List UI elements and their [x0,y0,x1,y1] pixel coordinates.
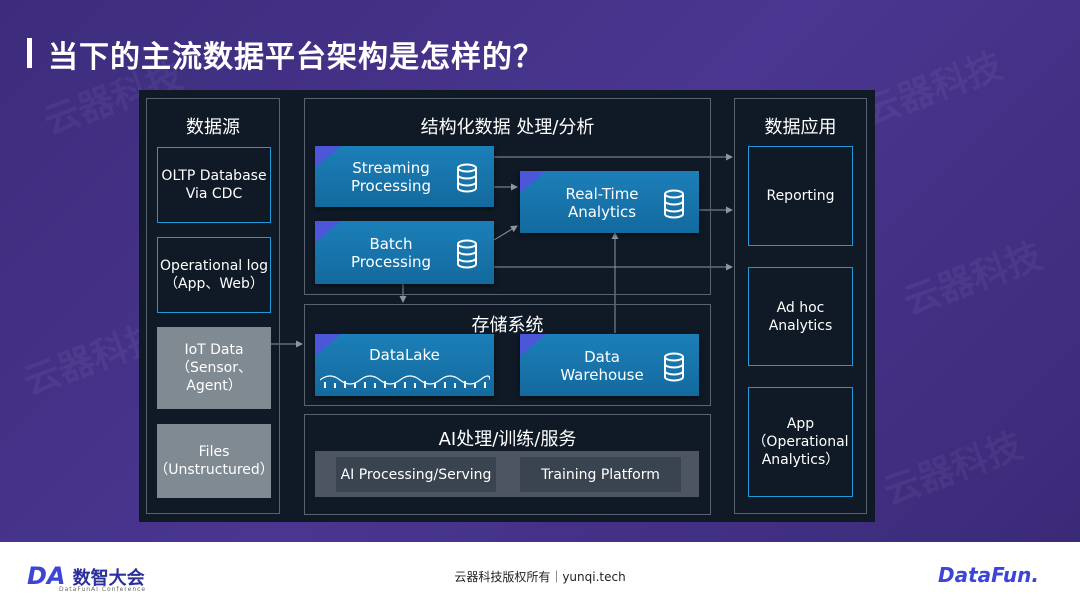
ai-processing-serving: AI Processing/Serving [336,457,496,492]
box-corner [520,334,546,356]
panel-data-applications: 数据应用 [734,98,867,514]
source-iot: IoT Data （Sensor、 Agent） [157,327,271,409]
architecture-diagram: 数据源 OLTP Database Via CDC Operational lo… [139,90,875,522]
box-realtime-analytics: Real-Time Analytics [520,171,699,233]
box-corner [315,221,341,243]
app-operational-analytics: App （Operational Analytics） [748,387,853,497]
box-data-warehouse: Data Warehouse [520,334,699,396]
app-reporting: Reporting [748,146,853,246]
database-icon [457,239,477,269]
database-icon [664,352,684,382]
datafun-logo: DataFun. [938,563,1039,587]
panel-ai: AI处理/训练/服务 [304,414,711,515]
panel-structured-processing: 结构化数据 处理/分析 [304,98,711,295]
database-icon [457,163,477,193]
panel-title-apps: 数据应用 [764,117,837,138]
connector-arrows [271,153,733,348]
logo-subtext: DataFunAI Conference [59,586,147,593]
conference-logo: DA 数智大会 DataFunAI Conference [27,562,146,593]
box-datalake: DataLake [315,334,494,396]
watermark: 云器科技 [878,425,1028,514]
title-accent-bar [27,38,32,68]
training-platform: Training Platform [520,457,681,492]
box-streaming-processing: Streaming Processing [315,146,494,207]
source-operational-log: Operational log （App、Web） [157,237,271,313]
source-files: Files （Unstructured） [154,424,274,498]
panel-title-sources: 数据源 [186,117,240,138]
box-corner [315,334,341,356]
app-adhoc-analytics: Ad hoc Analytics [748,267,853,366]
panel-data-sources: 数据源 [146,98,280,514]
label-streaming: Streaming Processing [350,159,432,195]
logo-mark: DA [27,562,66,590]
watermark: 云器科技 [858,45,1008,134]
copyright-text: 云器科技版权所有｜yunqi.tech [454,570,626,584]
wave-icon [320,375,490,388]
box-corner [520,171,546,193]
label-warehouse: Data Warehouse [560,348,644,384]
box-corner [315,146,341,168]
label-realtime: Real-Time Analytics [565,185,639,221]
label-batch: Batch Processing [350,235,432,271]
panel-title-ai: AI处理/训练/服务 [438,429,577,450]
slide-background: 云器科技 云器科技 云器科技 云器科技 云器科技 当下的主流数据平台架构是怎样的… [0,0,1080,542]
panel-storage: 存储系统 [304,304,711,406]
page-title: 当下的主流数据平台架构是怎样的？ [48,40,544,75]
watermark: 云器科技 [898,235,1048,324]
datafun-logo-text: DataFun. [938,563,1039,587]
panel-title-structured: 结构化数据 处理/分析 [420,117,595,138]
panel-title-storage: 存储系统 [471,315,544,336]
box-batch-processing: Batch Processing [315,221,494,284]
logo-text: 数智大会 [72,568,145,589]
source-oltp: OLTP Database Via CDC [157,147,271,223]
database-icon [664,189,684,219]
label-datalake: DataLake [369,346,440,364]
